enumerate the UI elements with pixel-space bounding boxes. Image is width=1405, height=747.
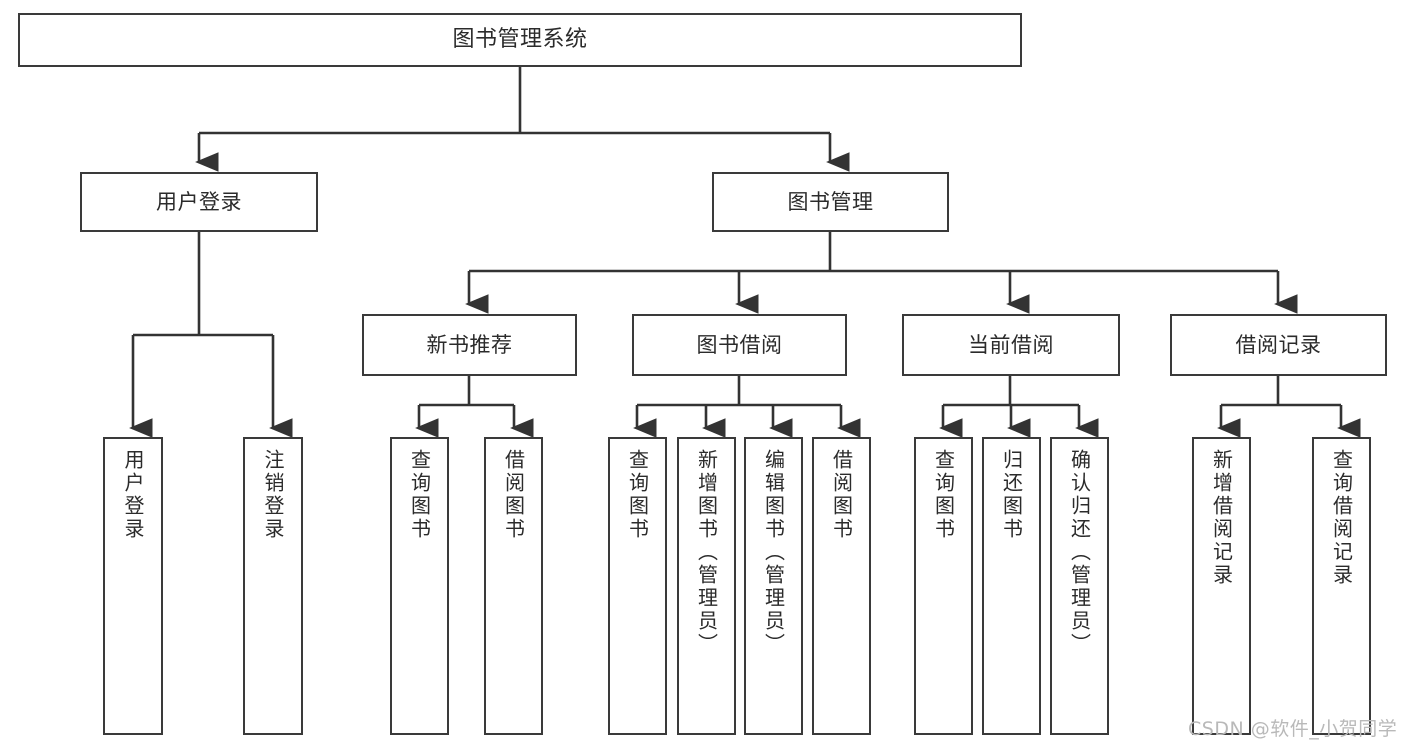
node-leaf-borrow-book-1-label: 借阅图书 — [501, 449, 526, 541]
node-leaf-add-book[interactable]: 新增图书（管理员） — [677, 437, 736, 735]
node-leaf-user-logout-label: 注销登录 — [261, 449, 285, 541]
node-leaf-borrow-book-2[interactable]: 借阅图书 — [812, 437, 871, 735]
node-borrow-record-label: 借阅记录 — [1235, 332, 1322, 357]
node-borrow-record[interactable]: 借阅记录 — [1170, 314, 1387, 376]
node-leaf-edit-book[interactable]: 编辑图书（管理员） — [744, 437, 803, 735]
node-root-label: 图书管理系统 — [452, 27, 588, 53]
node-user-login-label: 用户登录 — [156, 189, 242, 214]
node-leaf-add-record-label: 新增借阅记录 — [1209, 449, 1234, 587]
node-leaf-confirm-return-label: 确认归还（管理员） — [1067, 449, 1092, 656]
node-book-manage[interactable]: 图书管理 — [712, 172, 949, 232]
node-leaf-query-record-label: 查询借阅记录 — [1329, 449, 1354, 587]
node-new-book-rec-label: 新书推荐 — [426, 332, 513, 357]
node-leaf-query-book-3-label: 查询图书 — [931, 449, 956, 541]
node-leaf-user-logout[interactable]: 注销登录 — [243, 437, 303, 735]
node-leaf-borrow-book-1[interactable]: 借阅图书 — [484, 437, 543, 735]
node-leaf-user-login[interactable]: 用户登录 — [103, 437, 163, 735]
node-leaf-borrow-book-2-label: 借阅图书 — [829, 449, 854, 541]
node-leaf-query-book-2-label: 查询图书 — [625, 449, 650, 541]
node-leaf-add-record[interactable]: 新增借阅记录 — [1192, 437, 1251, 735]
node-leaf-return-book-label: 归还图书 — [999, 449, 1024, 541]
node-user-login[interactable]: 用户登录 — [80, 172, 318, 232]
node-leaf-query-book-1-label: 查询图书 — [407, 449, 432, 541]
node-current-borrow-label: 当前借阅 — [968, 332, 1054, 357]
node-leaf-edit-book-label: 编辑图书（管理员） — [761, 449, 786, 656]
node-book-manage-label: 图书管理 — [787, 189, 874, 214]
node-leaf-query-book-2[interactable]: 查询图书 — [608, 437, 667, 735]
node-leaf-query-book-3[interactable]: 查询图书 — [914, 437, 973, 735]
node-leaf-user-login-label: 用户登录 — [121, 449, 145, 541]
node-leaf-confirm-return[interactable]: 确认归还（管理员） — [1050, 437, 1109, 735]
node-new-book-rec[interactable]: 新书推荐 — [362, 314, 577, 376]
node-leaf-add-book-label: 新增图书（管理员） — [694, 449, 719, 656]
node-leaf-query-book-1[interactable]: 查询图书 — [390, 437, 449, 735]
node-root[interactable]: 图书管理系统 — [18, 13, 1022, 67]
node-book-borrow-label: 图书借阅 — [696, 332, 783, 357]
node-book-borrow[interactable]: 图书借阅 — [632, 314, 847, 376]
node-current-borrow[interactable]: 当前借阅 — [902, 314, 1120, 376]
node-leaf-return-book[interactable]: 归还图书 — [982, 437, 1041, 735]
node-leaf-query-record[interactable]: 查询借阅记录 — [1312, 437, 1371, 735]
watermark: CSDN @软件_小贺同学 — [1188, 718, 1398, 740]
